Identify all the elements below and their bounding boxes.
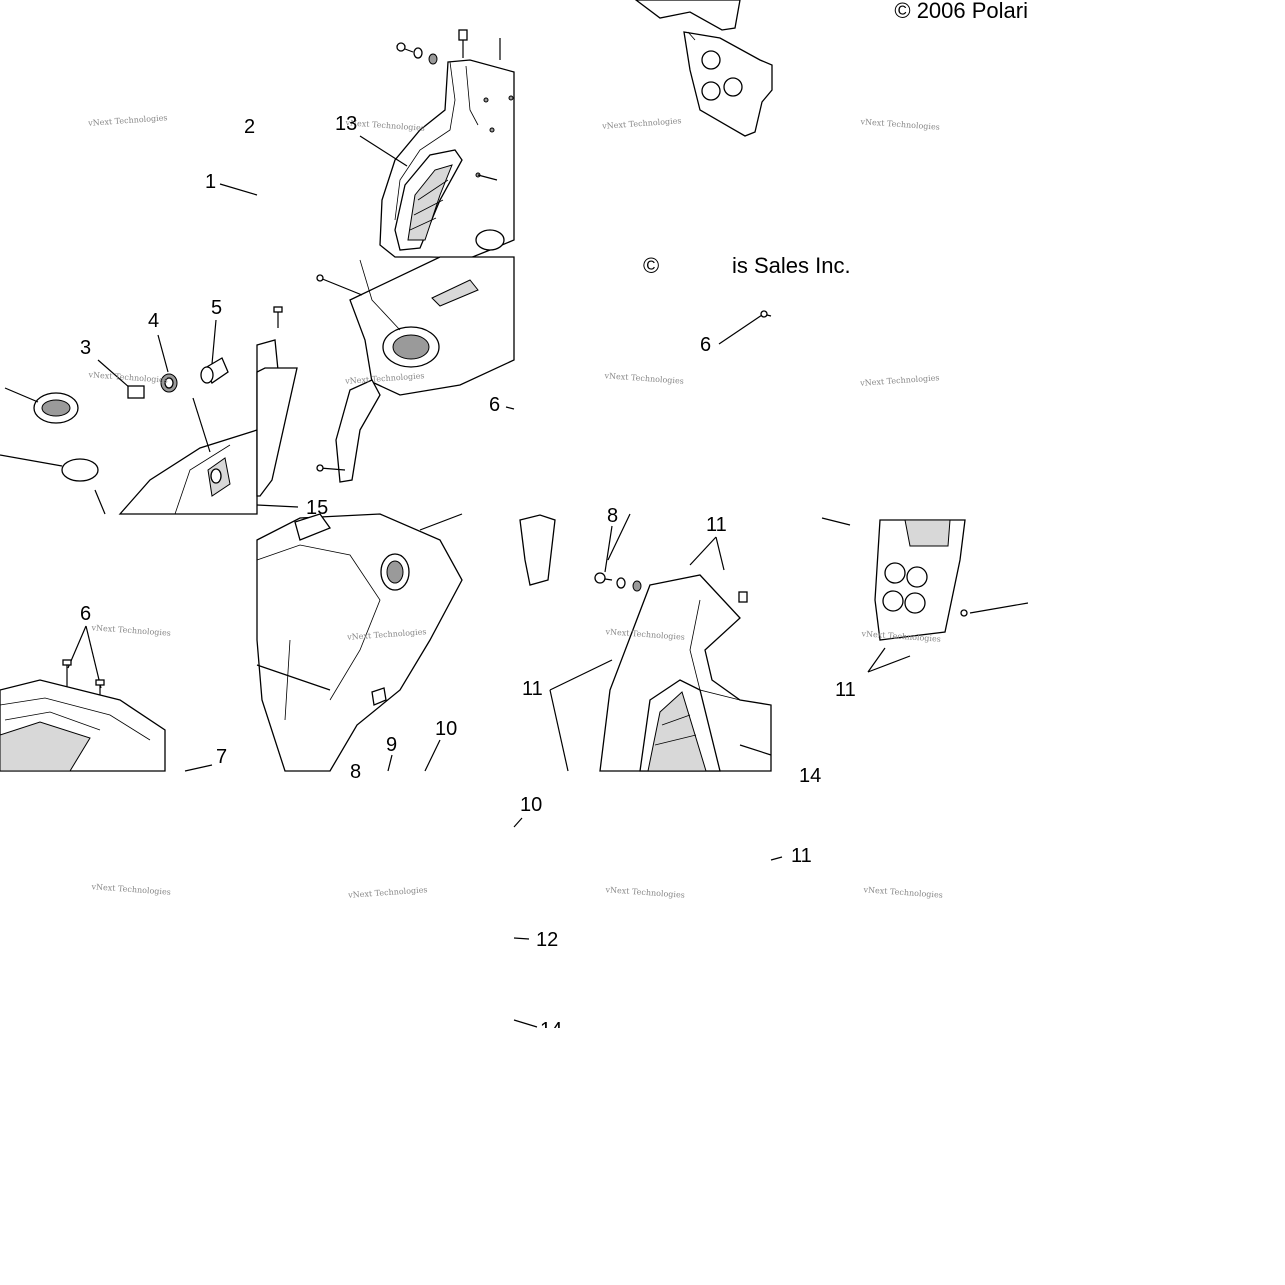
tile-c (634, 0, 773, 137)
callouts: 1 2 3 4 5 6 6 6 7 8 8 9 10 10 11 11 11 1… (80, 113, 856, 1041)
callout-1: 1 (205, 171, 216, 193)
tile-j (256, 513, 463, 772)
callout-6: 6 (489, 394, 500, 416)
screw-icon (396, 42, 414, 53)
callout-11: 11 (835, 679, 856, 701)
callout-9: 9 (386, 734, 397, 756)
o-ring-icon (61, 458, 99, 482)
watermark: vNext Technologies (603, 371, 684, 386)
callout-4: 4 (148, 310, 159, 332)
callout-7: 7 (216, 746, 227, 768)
callout-11: 11 (791, 845, 812, 867)
watermark: vNext Technologies (859, 117, 940, 132)
tile-a (219, 183, 258, 196)
washer-icon (616, 577, 626, 589)
watermark: vNext Technologies (604, 885, 685, 900)
watermark: vNext Technologies (859, 373, 940, 388)
watermark: vNext Technologies (90, 623, 171, 638)
screw-icon (62, 659, 72, 690)
tile-d: © 2006 Polari (894, 0, 1028, 23)
callout-8: 8 (350, 761, 361, 783)
tile-l (821, 517, 1029, 673)
callout-10: 10 (520, 794, 542, 816)
callout-6: 6 (80, 603, 91, 625)
tile-i (0, 625, 213, 772)
callout-12: 12 (536, 929, 558, 951)
tile-b (359, 29, 515, 259)
latch-icon (127, 385, 145, 399)
screw-icon (760, 310, 772, 318)
watermark: vNext Technologies (601, 116, 682, 131)
copyright-symbol: © (643, 253, 659, 278)
bolt-icon (594, 572, 613, 584)
bolt-icon (458, 29, 468, 58)
callout-6: 6 (700, 334, 711, 356)
callout-10: 10 (435, 718, 457, 740)
plug-icon (200, 357, 229, 384)
watermark: vNext Technologies (90, 882, 171, 897)
tile-e (0, 319, 258, 515)
tile-k (519, 513, 772, 772)
tile-o (513, 817, 783, 1028)
tile-g: © is Sales Inc. (643, 253, 851, 345)
callout-8: 8 (607, 505, 618, 527)
watermark: vNext Technologies (862, 885, 943, 900)
copyright-text: © 2006 Polari (894, 0, 1028, 23)
callout-13: 13 (335, 113, 357, 135)
callout-2: 2 (244, 116, 255, 138)
grommet-icon (160, 373, 178, 393)
callout-15: 15 (306, 497, 328, 519)
gasket-icon (33, 392, 79, 424)
watermark: vNext Technologies (87, 113, 168, 128)
nut-icon (632, 580, 642, 592)
callout-11: 11 (522, 678, 543, 700)
screw-icon (273, 306, 283, 328)
watermark: vNext Technologies (347, 885, 428, 900)
callout-11: 11 (706, 514, 727, 536)
callout-14: 14 (799, 765, 821, 787)
copyright-text: is Sales Inc. (732, 253, 851, 278)
callout-5: 5 (211, 297, 222, 319)
watermark: vNext Technologies (87, 370, 168, 385)
callout-3: 3 (80, 337, 91, 359)
nut-icon (428, 53, 438, 65)
tile-f (256, 256, 515, 508)
bolt-icon (738, 591, 748, 603)
washer-icon (413, 47, 423, 59)
